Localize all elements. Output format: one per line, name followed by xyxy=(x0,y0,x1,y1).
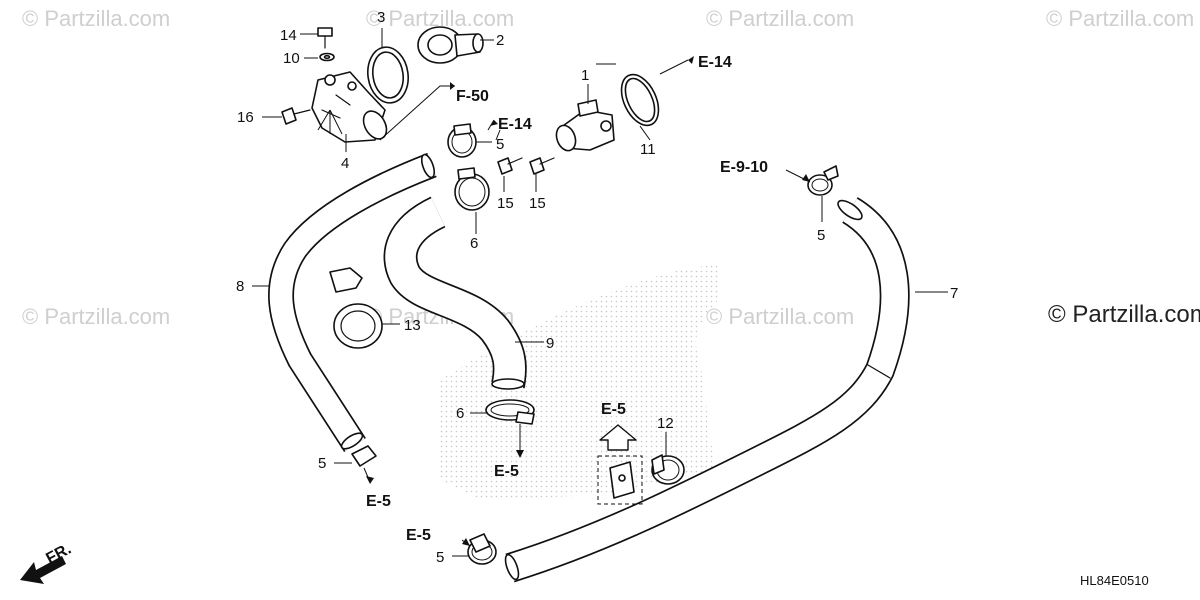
callout-9: 9 xyxy=(546,335,554,352)
callout-13: 13 xyxy=(404,317,421,334)
washer-10[interactable] xyxy=(319,52,335,62)
callout-15-right: 15 xyxy=(529,195,546,212)
hose-clamp-13[interactable] xyxy=(329,267,383,349)
hose-clamp-6-top[interactable] xyxy=(454,167,490,211)
callout-1: 1 xyxy=(581,67,589,84)
water-joint-1[interactable] xyxy=(553,99,615,153)
upward-arrow-icon xyxy=(599,424,637,451)
callout-5-top: 5 xyxy=(496,136,504,153)
hose-clamp-5-left[interactable] xyxy=(351,445,377,467)
callout-6-top: 6 xyxy=(470,235,478,252)
callout-labels: 1 2 3 4 5 5 5 5 6 6 7 8 9 10 11 12 13 14… xyxy=(236,9,958,566)
o-ring-3[interactable] xyxy=(364,44,411,105)
hose-clamp-12[interactable] xyxy=(651,454,685,485)
ref-e5-left: E-5 xyxy=(366,493,391,510)
callout-4: 4 xyxy=(341,155,349,172)
hose-clamp-5-bottom[interactable] xyxy=(467,533,497,565)
callout-15-left: 15 xyxy=(497,195,514,212)
ref-e14-top: E-14 xyxy=(698,54,732,71)
callout-11: 11 xyxy=(640,141,656,158)
leader-lines xyxy=(252,28,948,557)
callout-3: 3 xyxy=(377,9,385,26)
ref-f50: F-50 xyxy=(456,88,489,105)
callout-5-right: 5 xyxy=(817,227,825,244)
callout-6-bottom: 6 xyxy=(456,405,464,422)
watermark: © Partzilla.com xyxy=(706,304,854,329)
hose-clamp-5-top[interactable] xyxy=(447,123,477,158)
engine-outline-shading xyxy=(440,265,720,500)
watermark: © Partzilla.com xyxy=(706,6,854,31)
callout-14: 14 xyxy=(280,27,297,44)
callout-7: 7 xyxy=(950,285,958,302)
water-hose-7[interactable] xyxy=(503,197,910,583)
callout-5-bottom: 5 xyxy=(436,549,444,566)
thermostat-2[interactable] xyxy=(417,26,484,64)
water-hose-8[interactable] xyxy=(268,152,437,453)
front-arrow-icon xyxy=(20,556,66,584)
bolt-14[interactable] xyxy=(317,27,333,49)
callout-12: 12 xyxy=(657,415,674,432)
diagram-code: HL84E0510 xyxy=(1080,573,1149,588)
ref-e14-mid: E-14 xyxy=(498,116,532,133)
bracket-detail xyxy=(597,455,643,505)
hose-clamp-5-right[interactable] xyxy=(807,165,839,196)
watermark-group: © Partzilla.com © Partzilla.com © Partzi… xyxy=(22,6,1200,329)
ref-e5-center: E-5 xyxy=(494,463,519,480)
water-hose-9[interactable] xyxy=(383,196,527,390)
ref-e9-10: E-9-10 xyxy=(720,159,768,176)
callout-16: 16 xyxy=(237,109,254,126)
callout-5-left: 5 xyxy=(318,455,326,472)
reference-labels: E-14 E-14 F-50 E-9-10 E-5 E-5 E-5 E-5 xyxy=(366,54,768,544)
bolt-15-right[interactable] xyxy=(529,157,555,175)
bolt-15-left[interactable] xyxy=(497,157,523,175)
bolt-16[interactable] xyxy=(281,107,311,125)
ref-e5-bottom: E-5 xyxy=(406,527,431,544)
ref-e5-detail: E-5 xyxy=(601,401,626,418)
watermark: © Partzilla.com xyxy=(22,304,170,329)
brand-watermark: © Partzilla.com xyxy=(1048,301,1200,328)
callout-2: 2 xyxy=(496,32,504,49)
callout-8: 8 xyxy=(236,278,244,295)
watermark: © Partzilla.com xyxy=(1046,6,1194,31)
watermark: © Partzilla.com xyxy=(22,6,170,31)
callout-10: 10 xyxy=(283,50,300,67)
hose-clamp-6-bottom[interactable] xyxy=(485,399,535,425)
o-ring-11[interactable] xyxy=(614,69,666,131)
